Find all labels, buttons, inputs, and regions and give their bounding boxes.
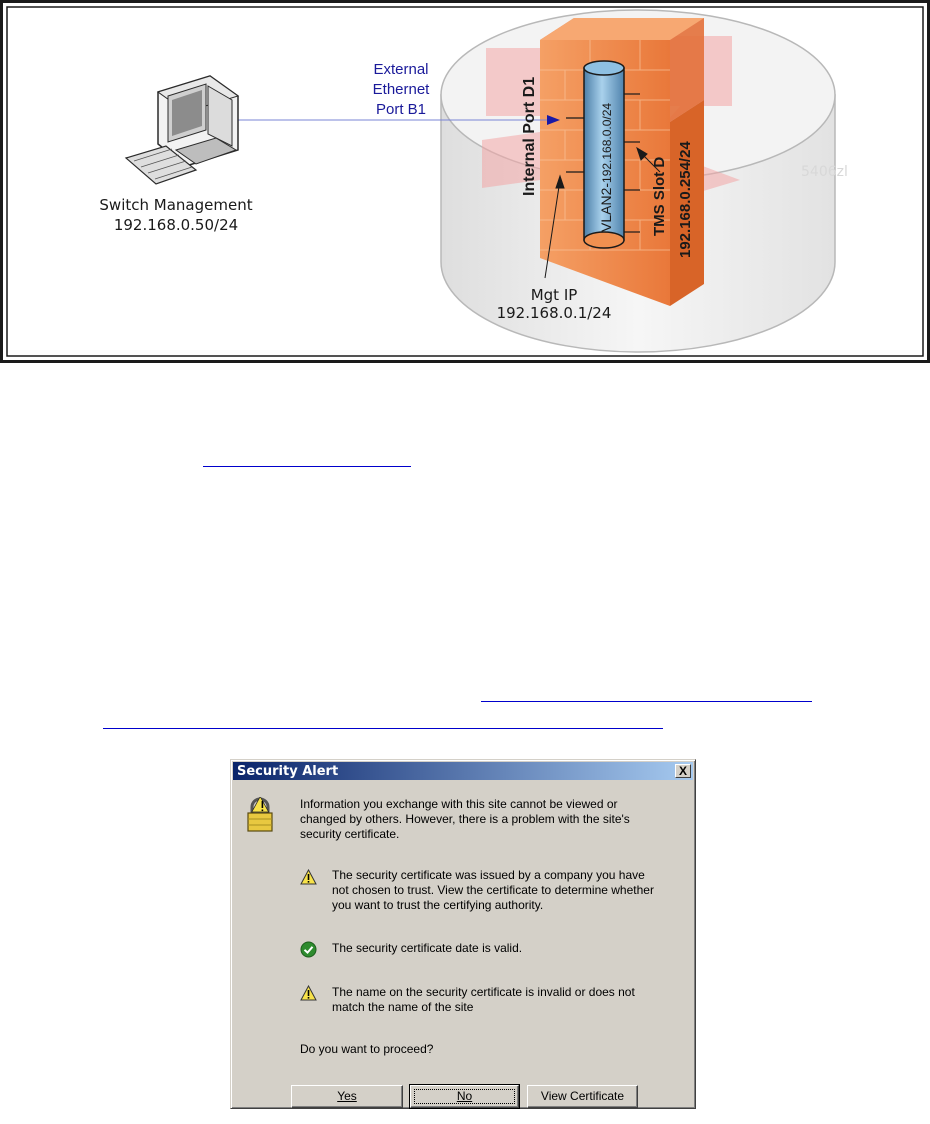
close-button[interactable]: X xyxy=(675,764,691,778)
network-diagram: External Ethernet Port B1 Switch Managem… xyxy=(0,0,930,363)
external-port-label-1: External xyxy=(373,61,428,78)
switch-management-ip: 192.168.0.50/24 xyxy=(114,216,238,234)
close-icon: X xyxy=(679,764,687,778)
switch-management-label: Switch Management xyxy=(99,196,252,214)
vlan-label-prefix: VLAN2- xyxy=(598,183,614,232)
check-icon xyxy=(300,941,317,958)
link-underline-1[interactable] xyxy=(203,466,411,467)
mgt-ip-label: Mgt IP xyxy=(531,286,578,304)
yes-button-label: Yes xyxy=(337,1089,357,1103)
warning1-line-1: The security certificate was issued by a… xyxy=(332,868,645,883)
dialog-titlebar: Security Alert X xyxy=(233,762,693,780)
dialog-title: Security Alert xyxy=(237,764,338,779)
tms-slot-ip: 192.168.0.254/24 xyxy=(677,141,694,258)
warning2-line-2: match the name of the site xyxy=(332,1000,473,1015)
link-underline-2[interactable] xyxy=(481,701,812,702)
warning-icon xyxy=(300,985,317,1001)
proceed-question: Do you want to proceed? xyxy=(300,1042,433,1057)
chassis-model-label: 5406zl xyxy=(801,164,848,180)
tms-slot-label: TMS Slot D xyxy=(651,157,668,236)
vlan-label: VLAN2-192.168.0.0/24 xyxy=(598,103,614,232)
yes-button[interactable]: Yes xyxy=(291,1085,403,1108)
view-certificate-label: View Certificate xyxy=(541,1089,624,1103)
warning-icon xyxy=(300,869,317,885)
valid-line: The security certificate date is valid. xyxy=(332,941,522,956)
view-certificate-button[interactable]: View Certificate xyxy=(527,1085,638,1108)
warning1-line-2: not chosen to trust. View the certificat… xyxy=(332,883,654,898)
external-port-label-2: Ethernet xyxy=(373,81,431,98)
padlock-warning-icon xyxy=(243,797,277,835)
intro-line-3: security certificate. xyxy=(300,827,399,842)
link-underline-3[interactable] xyxy=(103,728,663,729)
external-port-label-3: Port B1 xyxy=(376,101,426,118)
intro-line-2: changed by others. However, there is a p… xyxy=(300,812,630,827)
intro-line-1: Information you exchange with this site … xyxy=(300,797,618,812)
warning1-line-3: you want to trust the certifying authori… xyxy=(332,898,543,913)
internal-port-label: Internal Port D1 xyxy=(521,77,538,196)
vlan-label-subnet: 192.168.0.0/24 xyxy=(600,103,614,183)
mgt-ip-value: 192.168.0.1/24 xyxy=(497,304,612,322)
no-button[interactable]: No xyxy=(410,1085,519,1108)
warning2-line-1: The name on the security certificate is … xyxy=(332,985,635,1000)
no-button-label: No xyxy=(457,1089,472,1103)
